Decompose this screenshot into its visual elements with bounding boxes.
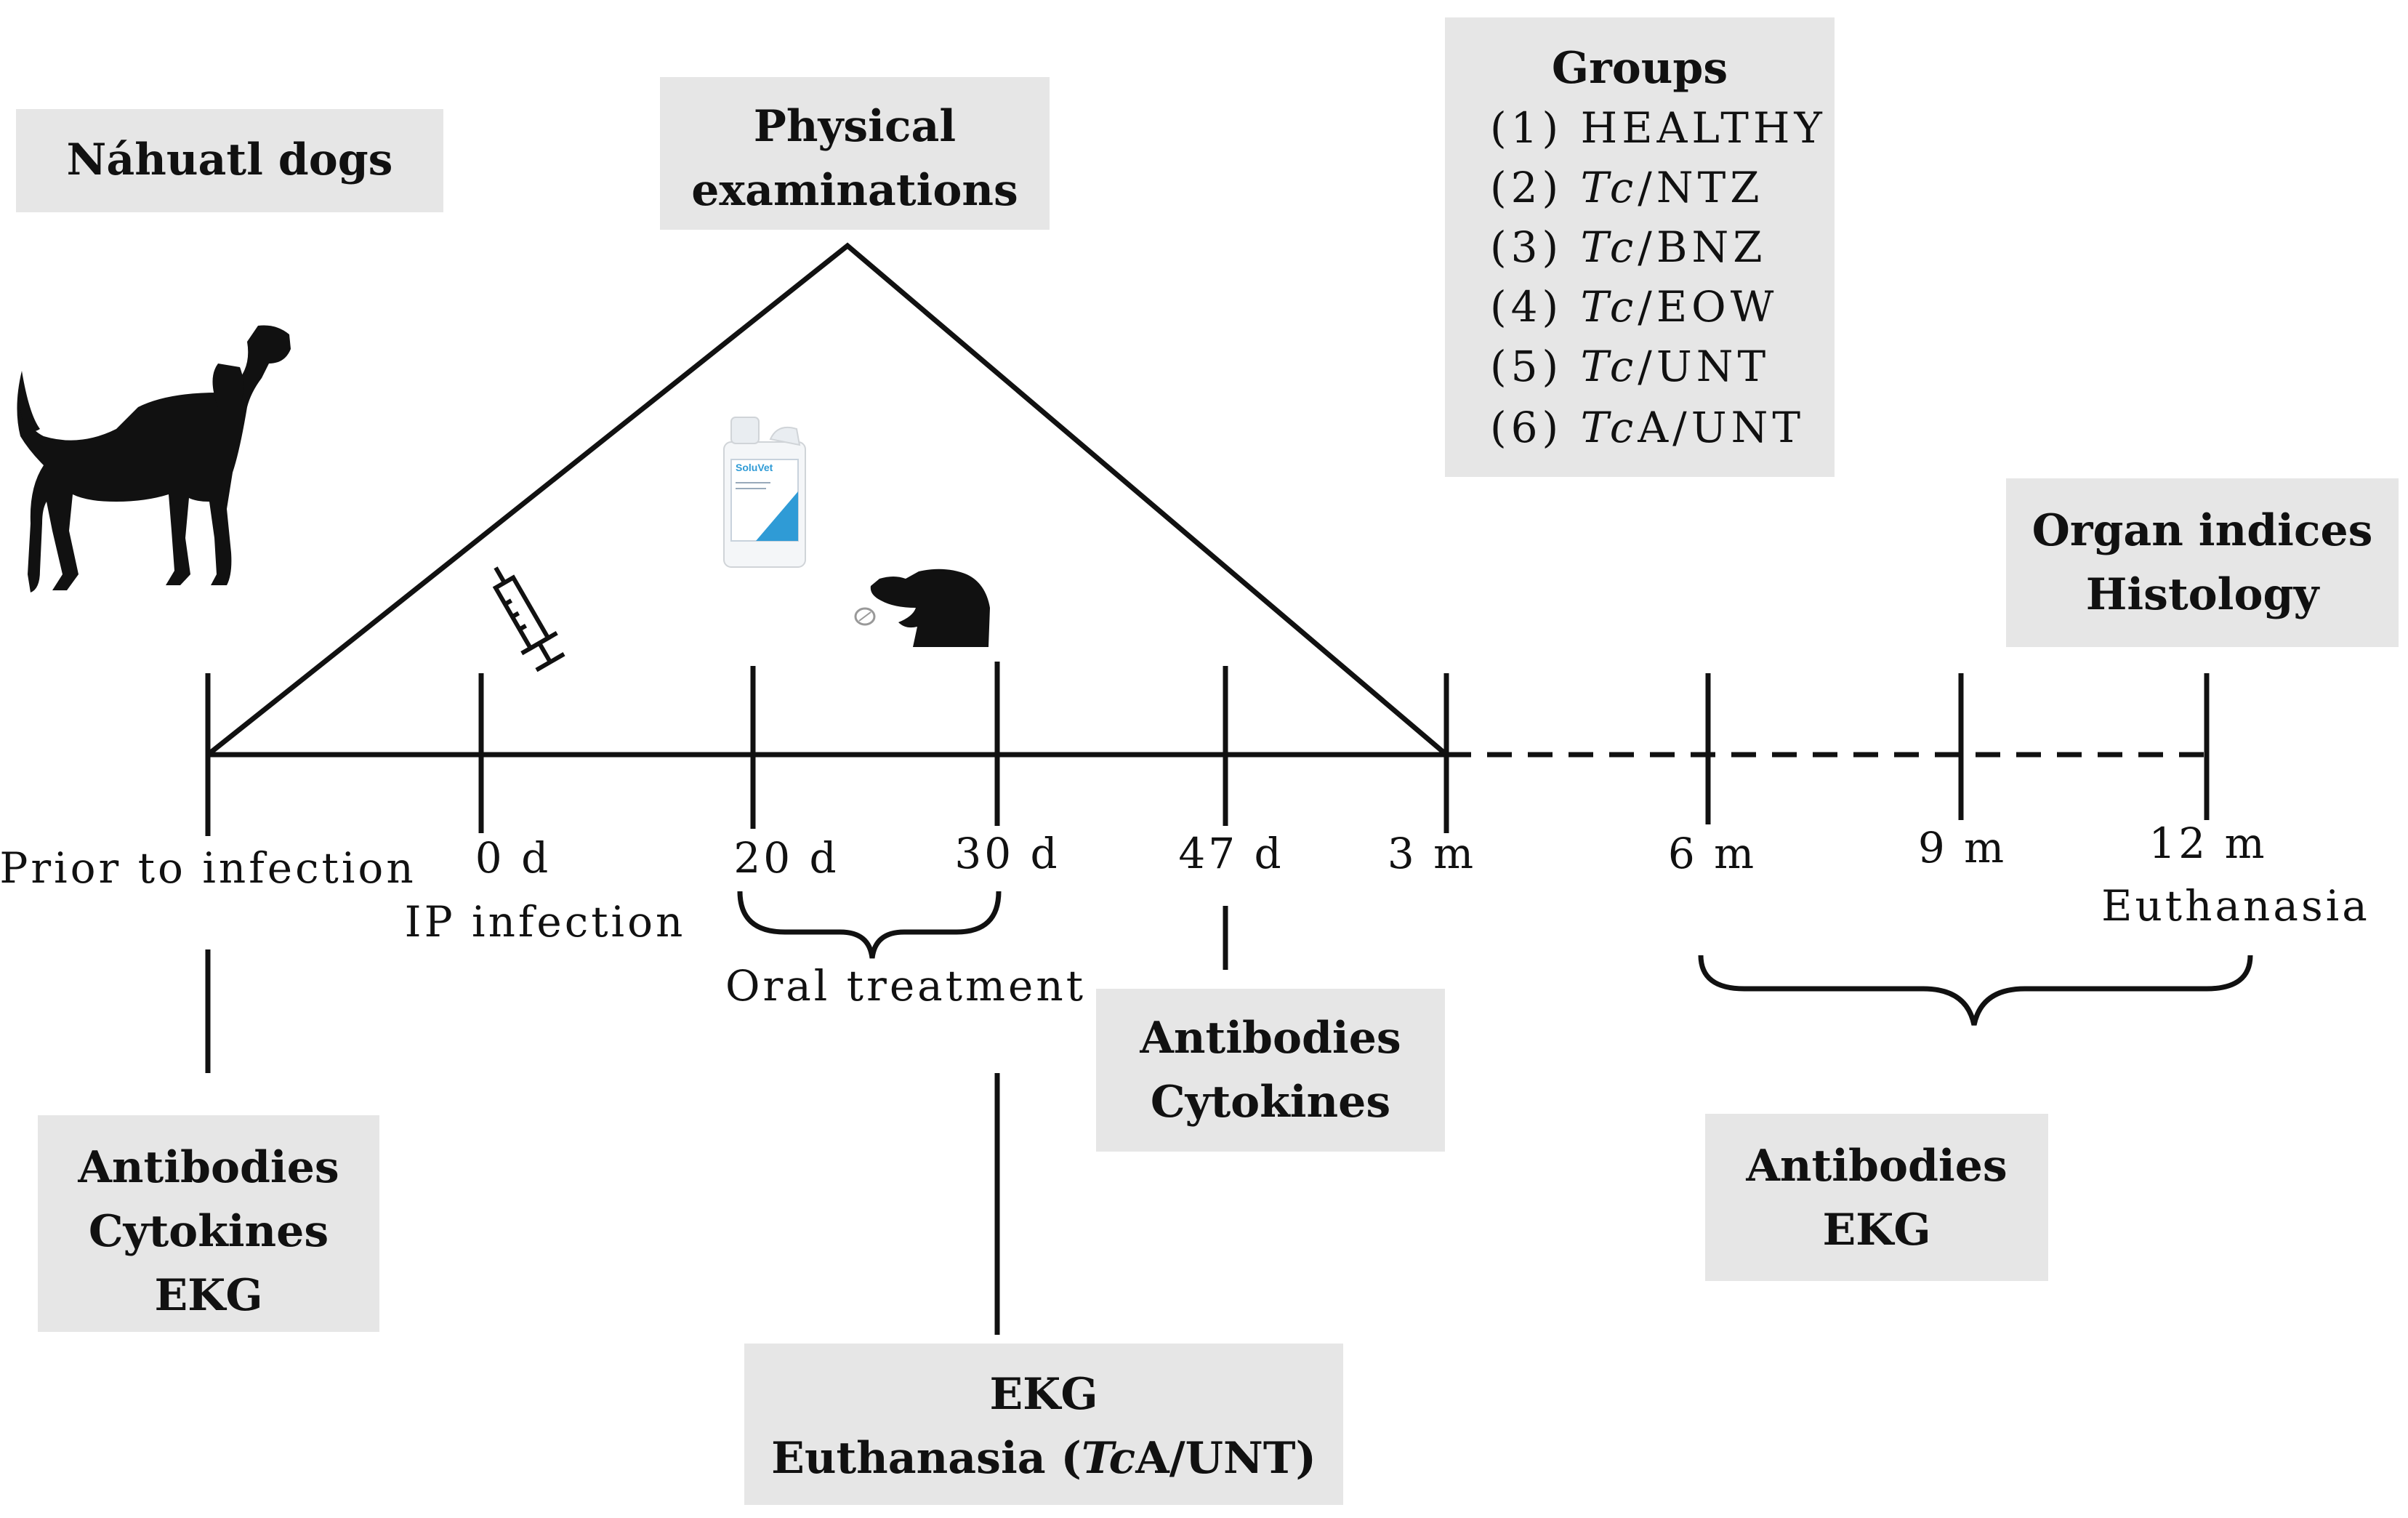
label-0d: 0 d (475, 833, 551, 883)
disinfectant-bottle-icon: SoluVet (723, 417, 806, 568)
brace-late (1698, 955, 2253, 1026)
box-prior-line2: Cytokines (89, 1206, 329, 1257)
box-47d: Antibodies Cytokines (1096, 989, 1445, 1152)
dog-silhouette-icon (17, 325, 291, 593)
box-groups: Groups (1) HEALTHY (2) Tc/NTZ (3) Tc/BNZ… (1445, 17, 1835, 477)
group-5: (5) Tc/UNT (1490, 342, 1770, 391)
connectors (205, 906, 1228, 1335)
label-9m: 9 m (1918, 823, 2007, 872)
box-organ: Organ indices Histology (2006, 478, 2399, 647)
box-organ-line2: Histology (2086, 569, 2321, 620)
box-physical-line2: examinations (691, 165, 1018, 216)
box-late-line2: EKG (1822, 1205, 1930, 1256)
box-nahuatl: Náhuatl dogs (16, 109, 443, 212)
group-2: (2) Tc/NTZ (1490, 163, 1764, 212)
box-organ-line1: Organ indices (2032, 505, 2373, 556)
box-30d-line1: EKG (989, 1369, 1098, 1420)
timeline-ticks (205, 662, 2210, 836)
label-6m: 6 m (1668, 829, 1757, 878)
label-47d: 47 d (1178, 829, 1284, 878)
box-late-line1: Antibodies (1745, 1141, 2007, 1192)
label-euthanasia: Euthanasia (2101, 881, 2370, 931)
box-prior-line1: Antibodies (77, 1142, 339, 1193)
label-12m: 12 m (2149, 819, 2267, 868)
dog-head-pill-icon (854, 569, 990, 647)
label-20d: 20 d (733, 833, 839, 883)
box-prior: Antibodies Cytokines EKG (38, 1115, 379, 1332)
group-3: (3) Tc/BNZ (1490, 222, 1767, 272)
label-prior: Prior to infection (0, 843, 416, 893)
box-30d: EKG Euthanasia (TcA/UNT) (744, 1344, 1343, 1505)
brace-oral-treatment (737, 891, 1002, 959)
label-3m: 3 m (1388, 829, 1476, 878)
groups-title: Groups (1552, 43, 1728, 94)
box-nahuatl-label: Náhuatl dogs (67, 134, 393, 185)
box-physical: Physical examinations (660, 77, 1050, 230)
box-prior-line3: EKG (154, 1270, 262, 1321)
box-physical-line1: Physical (754, 101, 956, 152)
group-4: (4) Tc/EOW (1490, 282, 1778, 332)
group-1: (1) HEALTHY (1490, 103, 1827, 153)
label-30d: 30 d (954, 829, 1060, 878)
group-6: (6) TcA/UNT (1490, 403, 1805, 452)
syringe-icon (492, 566, 565, 672)
box-late: Antibodies EKG (1705, 1114, 2048, 1281)
box-47d-line1: Antibodies (1139, 1013, 1401, 1064)
label-ip-infection: IP infection (405, 897, 686, 947)
label-oral-treatment: Oral treatment (725, 961, 1086, 1011)
bottle-brand: SoluVet (736, 462, 773, 473)
box-30d-line2: Euthanasia (TcA/UNT) (771, 1433, 1316, 1484)
physical-exam-triangle (206, 242, 1449, 757)
box-47d-line2: Cytokines (1151, 1077, 1390, 1128)
